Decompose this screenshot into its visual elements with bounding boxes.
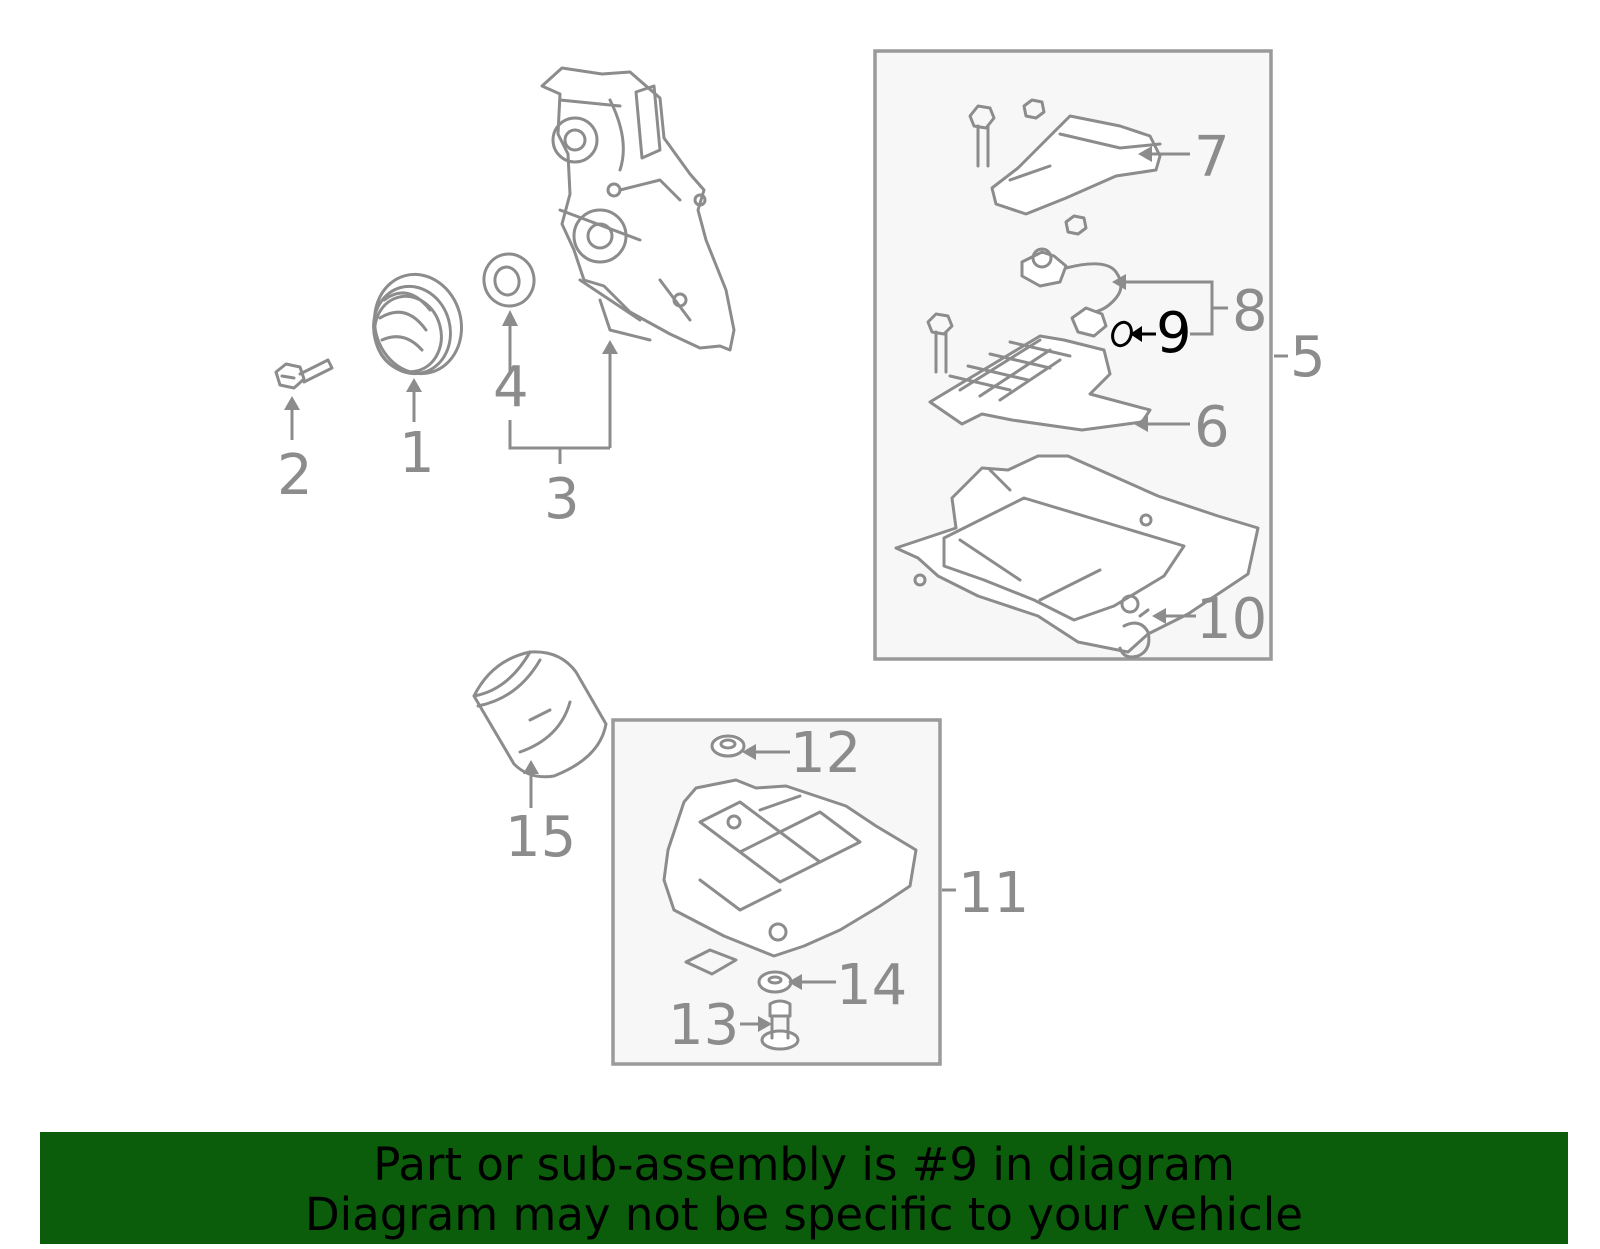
callout-7: 7 [1194,125,1230,190]
callout-12: 12 [790,721,861,786]
o-ring-part-9 [1111,320,1133,348]
pulley-part-1 [372,272,464,376]
sensor-part-8 [1020,247,1123,338]
callout-1: 1 [399,421,435,486]
callout-6: 6 [1194,395,1230,460]
callout-11: 11 [958,861,1029,926]
callout-4: 4 [493,355,529,420]
clip-part-10 [1118,608,1151,659]
pickup-part-7 [968,98,1162,236]
washer-part-12 [710,734,746,758]
lower-pan-part-11 [662,778,918,958]
banner-line-disclaimer: Diagram may not be specific to your vehi… [305,1188,1303,1241]
gasket-piece [684,948,738,976]
callout-10: 10 [1196,587,1267,652]
callout-5: 5 [1290,325,1326,390]
callout-15: 15 [505,805,576,870]
seal-part-4 [482,252,536,308]
oil-pan-upper [894,454,1260,654]
timing-cover-part-3 [540,66,736,352]
callout-14: 14 [836,953,907,1018]
callout-2: 2 [277,443,313,508]
washer-part-14 [757,970,793,994]
callout-3: 3 [544,467,580,532]
oil-filter-part-15 [472,650,608,779]
baffle-part-6 [926,312,1152,432]
leader-lines [284,146,1288,1032]
info-banner: Part or sub-assembly is #9 in diagram Di… [40,1132,1568,1244]
banner-line-part: Part or sub-assembly is #9 in diagram [373,1138,1235,1191]
bolt-part-2 [274,358,334,390]
drain-plug-part-13 [760,999,800,1051]
callout-9: 9 [1156,301,1192,366]
callout-13: 13 [668,993,739,1058]
callout-8: 8 [1232,279,1268,344]
